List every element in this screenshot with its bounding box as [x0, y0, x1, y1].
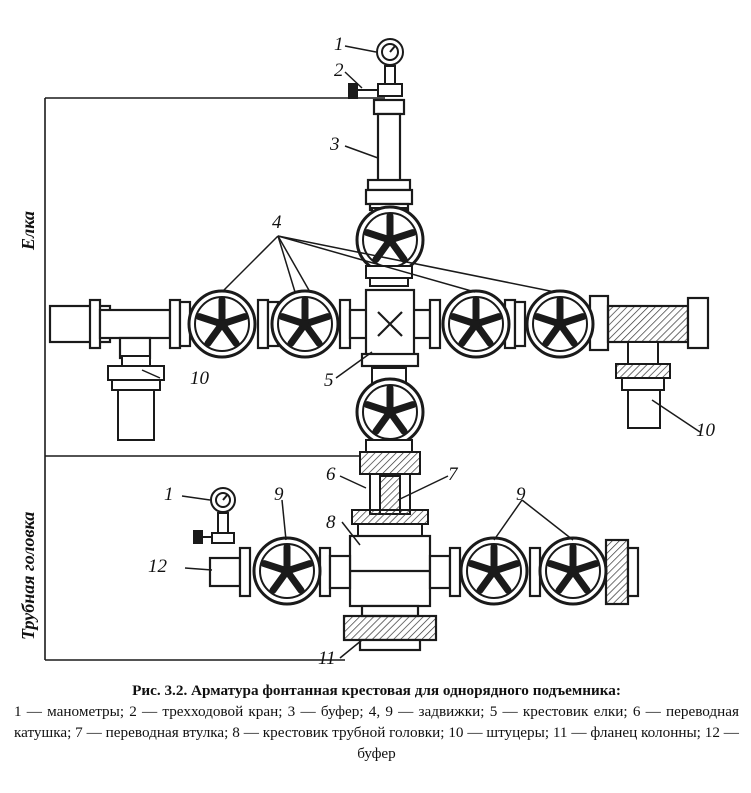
buffer-top: [364, 98, 414, 212]
cross-tubing: [348, 534, 432, 608]
choke-right: [615, 341, 671, 429]
gate-valve-9-a: [254, 538, 320, 604]
callout-choke-right: 10: [696, 420, 715, 441]
callout-cross-tree: 5: [324, 370, 334, 391]
callout-adapter-spool: 6: [326, 464, 336, 485]
callout-gate-valves: 4: [272, 212, 282, 233]
top-gauge-icon: [348, 38, 404, 99]
callout-casing-flange: 11: [318, 648, 336, 669]
casing-flange: [342, 604, 438, 652]
callout-gauge-top: 1: [334, 34, 344, 55]
callout-buffer-top: 3: [330, 134, 340, 155]
callout-buffer-lower: 12: [148, 556, 167, 577]
cross-tree: [360, 288, 420, 368]
gate-valve-4-a: [189, 291, 255, 357]
callout-choke-left: 10: [190, 368, 209, 389]
frame-lines: [44, 97, 385, 661]
caption-body: 1 — манометры; 2 — трехходовой кран; 3 —…: [14, 703, 739, 762]
gate-valve-4-c: [443, 291, 509, 357]
callout-gate-valves-lower-right: 9: [516, 484, 526, 505]
gate-valve-9-c: [540, 538, 606, 604]
side-label-tree: Елка: [18, 211, 38, 250]
callout-adapter-bushing: 7: [448, 464, 458, 485]
lower-vertical-valve: [357, 367, 423, 453]
callout-cross-tubing: 8: [326, 512, 336, 533]
gate-valve-4-d: [527, 291, 593, 357]
adapter-spool: [351, 451, 429, 537]
callout-three-way-valve: 2: [334, 60, 344, 81]
gate-valve-4-b: [272, 291, 338, 357]
lower-gauge-icon: [193, 487, 236, 544]
callout-gauge-lower: 1: [164, 484, 174, 505]
leader-lines: [141, 45, 701, 659]
choke-left: [107, 355, 165, 441]
side-label-tubing-head: Трубная головка: [18, 511, 38, 640]
callout-gate-valves-lower-left: 9: [274, 484, 284, 505]
figure-caption: Рис. 3.2. Арматура фонтанная крестовая д…: [14, 680, 739, 764]
caption-title: Рис. 3.2. Арматура фонтанная крестовая д…: [132, 682, 621, 699]
lower-horizontal-run: [208, 538, 640, 606]
gate-valve-9-b: [461, 538, 527, 604]
